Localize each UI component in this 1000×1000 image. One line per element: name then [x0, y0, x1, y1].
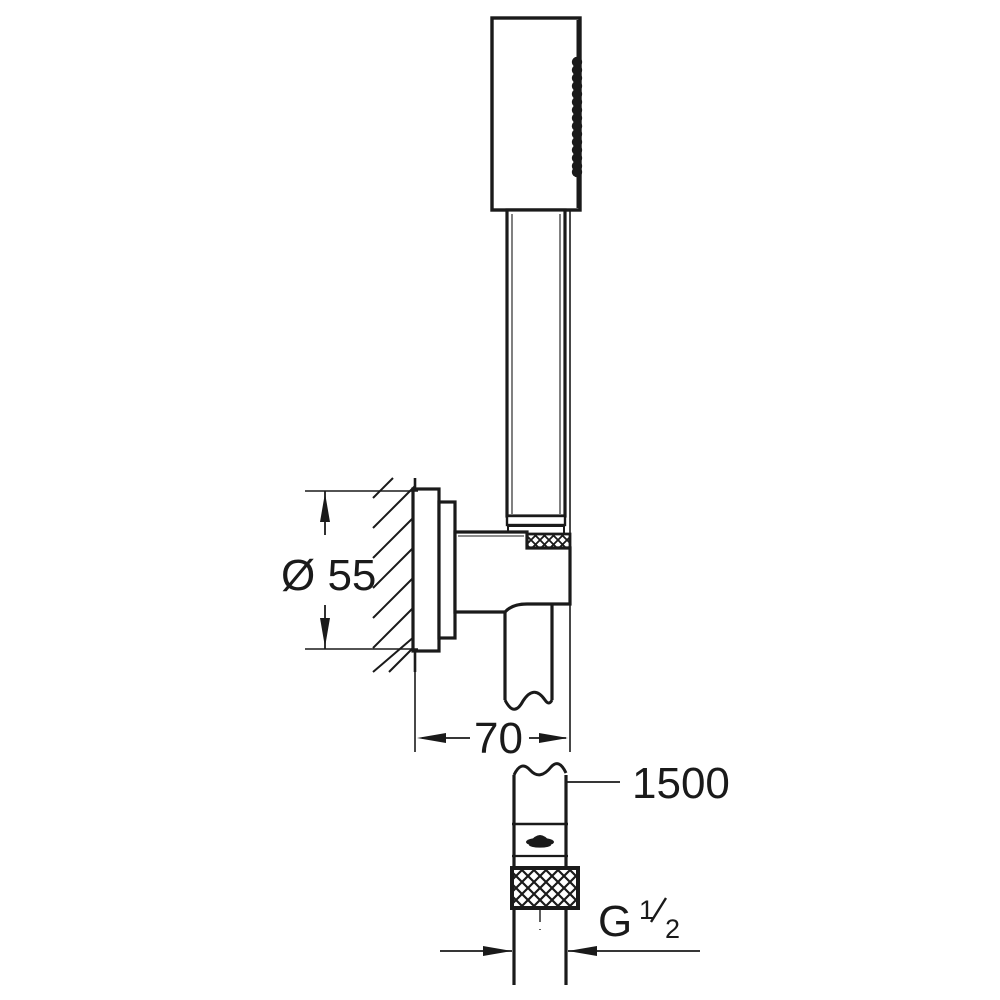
dimension-label-thread-prefix: G	[598, 897, 632, 946]
wall-bracket	[453, 530, 572, 711]
dimension-thread-size: G 1 2	[440, 895, 700, 962]
dimension-flange-diameter: Ø 55	[281, 490, 418, 650]
dimension-label-projection: 70	[474, 714, 523, 763]
spray-nozzles	[571, 56, 583, 178]
dimension-label-thread-denominator: 2	[665, 914, 680, 944]
dimension-label-thread-numerator: 1	[639, 895, 654, 925]
wall-flange	[411, 487, 457, 653]
wall-section	[372, 477, 417, 673]
knurled-nut	[510, 866, 580, 910]
shower-head	[490, 16, 582, 212]
dimension-label-flange-diameter: Ø 55	[281, 551, 376, 600]
hose-logo	[526, 835, 554, 848]
wall-hatching	[372, 477, 416, 673]
dimension-hose-length: 1500	[566, 759, 730, 808]
dimension-label-hose-length: 1500	[632, 759, 730, 808]
shower-wand	[505, 208, 567, 535]
dimension-projection: 70	[417, 714, 568, 763]
